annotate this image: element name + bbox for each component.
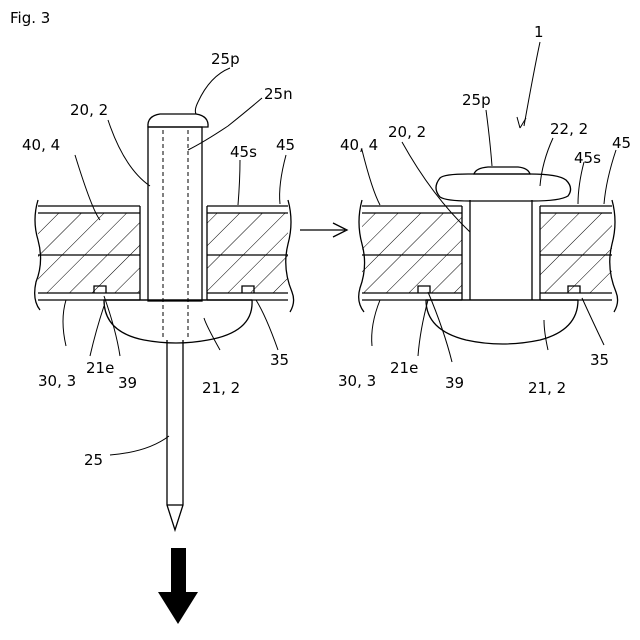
label-25: 25 [84,451,103,469]
label-45s-before: 45s [230,143,257,161]
label-21-2-before: 21, 2 [202,379,240,397]
mandrel-shaft [167,340,183,530]
label-21e-before: 21e [86,359,114,377]
transition-arrow [300,223,347,237]
label-39-before: 39 [118,374,137,392]
label-25p-before: 25p [211,50,240,68]
after-view: 1 25p 20, 2 22, 2 40, 4 45s 45 30, 3 21e… [338,23,631,397]
label-25p-after: 25p [462,91,491,109]
label-25n: 25n [264,85,293,103]
label-21-2-after: 21, 2 [528,379,566,397]
label-30-3-after: 30, 3 [338,372,376,390]
before-view: 25p 25n 20, 2 40, 4 45s 45 30, 3 21e 39 … [22,50,295,624]
rivet-flange-after [426,300,578,344]
mandrel-head-before [148,114,208,127]
label-35-after: 35 [590,351,609,369]
label-20-2-before: 20, 2 [70,101,108,119]
label-30-3-before: 30, 3 [38,372,76,390]
label-22-2: 22, 2 [550,120,588,138]
label-45s-after: 45s [574,149,601,167]
rivet-sleeve-before [148,127,202,301]
mandrel-head-after [474,167,530,174]
label-21e-after: 21e [390,359,418,377]
label-45-after: 45 [612,134,631,152]
label-20-2-after: 20, 2 [388,123,426,141]
rivet-flange-before [104,300,252,343]
label-39-after: 39 [445,374,464,392]
label-35-before: 35 [270,351,289,369]
right-panel-layers [359,200,618,312]
label-40-4-after: 40, 4 [340,136,378,154]
figure-title: Fig. 3 [10,9,50,27]
rivet-expanded-head [436,174,571,201]
rivet-sleeve-after [470,200,532,300]
left-panel-layers [35,200,294,312]
label-1: 1 [534,23,544,41]
label-45-before: 45 [276,136,295,154]
leaders-after [362,42,616,362]
pull-down-arrow [158,548,198,624]
label-40-4-before: 40, 4 [22,136,60,154]
